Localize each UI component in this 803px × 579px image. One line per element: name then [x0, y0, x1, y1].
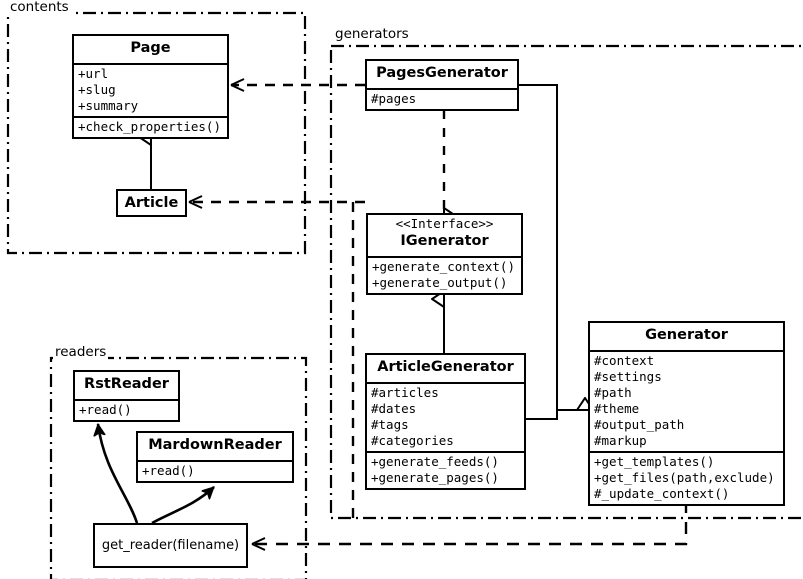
package-label-contents: contents	[8, 0, 71, 15]
class-title-generator: Generator	[645, 327, 728, 343]
dependency-generator-to-getreader	[251, 501, 688, 551]
method-row: +read()	[79, 402, 132, 417]
package-frame-readers	[49, 356, 308, 579]
attribute-row: #output_path	[594, 417, 685, 432]
attribute-row: #settings	[594, 369, 662, 384]
attribute-row: #tags	[371, 417, 409, 432]
class-attributes-generator: #context #settings #path #theme #output_…	[590, 350, 783, 451]
class-title-page: Page	[130, 40, 171, 56]
method-row: #_update_context()	[594, 486, 730, 501]
class-box-pagesgenerator[interactable]: PagesGenerator #pages	[365, 59, 519, 111]
generalization-pagesgenerator-to-generator	[519, 84, 558, 410]
class-header-igenerator: <<Interface>> IGenerator	[368, 215, 521, 256]
attribute-row: +summary	[78, 98, 139, 113]
method-row: +read()	[142, 463, 195, 478]
attribute-row: #dates	[371, 401, 417, 416]
class-title-article: Article	[124, 194, 179, 211]
function-label-get-reader: get_reader(filename)	[101, 538, 240, 553]
method-row: +generate_context()	[372, 259, 515, 274]
attribute-row: #pages	[371, 91, 417, 106]
class-methods-rstreader: +read()	[75, 399, 178, 420]
class-box-generator[interactable]: Generator #context #settings #path #them…	[588, 321, 785, 506]
class-box-page[interactable]: Page +url +slug +summary +check_properti…	[72, 34, 229, 139]
class-header-rstreader: RstReader	[75, 372, 178, 399]
package-frame-generators	[329, 44, 803, 520]
attribute-row: #categories	[371, 433, 454, 448]
class-header-articlegenerator: ArticleGenerator	[367, 355, 524, 382]
class-title-pagesgenerator: PagesGenerator	[376, 65, 508, 81]
class-attributes-page: +url +slug +summary	[74, 63, 227, 116]
class-box-articlegenerator[interactable]: ArticleGenerator #articles #dates #tags …	[365, 353, 526, 490]
method-row: +generate_output()	[372, 275, 508, 290]
class-header-mardownreader: MardownReader	[138, 433, 292, 460]
class-box-igenerator[interactable]: <<Interface>> IGenerator +generate_conte…	[366, 213, 523, 295]
generalization-articlegenerator-to-generator	[526, 410, 558, 420]
class-title-mardownreader: MardownReader	[148, 437, 282, 453]
attribute-row: +url	[78, 66, 109, 81]
package-label-generators: generators	[333, 26, 411, 42]
class-title-articlegenerator: ArticleGenerator	[377, 359, 514, 375]
class-methods-mardownreader: +read()	[138, 460, 292, 481]
attribute-row: #markup	[594, 433, 647, 448]
method-row: +get_templates()	[594, 454, 715, 469]
attribute-row: #path	[594, 385, 632, 400]
class-attributes-pagesgenerator: #pages	[367, 88, 517, 109]
attribute-row: #articles	[371, 385, 439, 400]
method-row: +check_properties()	[78, 119, 221, 134]
class-header-page: Page	[74, 36, 227, 63]
class-box-article[interactable]: Article	[116, 189, 187, 217]
class-attributes-articlegenerator: #articles #dates #tags #categories	[367, 382, 524, 451]
attribute-row: +slug	[78, 82, 116, 97]
class-box-rstreader[interactable]: RstReader +read()	[73, 370, 180, 422]
method-row: +get_files(path,exclude)	[594, 470, 775, 485]
attribute-row: #theme	[594, 401, 640, 416]
association-getreader-to-rstreader	[98, 424, 139, 524]
package-frame-contents	[6, 11, 307, 255]
class-title-rstreader: RstReader	[84, 376, 169, 392]
attribute-row: #context	[594, 353, 655, 368]
class-box-mardownreader[interactable]: MardownReader +read()	[136, 431, 294, 483]
class-methods-igenerator: +generate_context() +generate_output()	[368, 256, 521, 293]
class-methods-generator: +get_templates() +get_files(path,exclude…	[590, 451, 783, 504]
class-header-generator: Generator	[590, 323, 783, 350]
class-title-igenerator: IGenerator	[400, 233, 489, 249]
function-box-get-reader[interactable]: get_reader(filename)	[93, 523, 248, 568]
class-methods-articlegenerator: +generate_feeds() +generate_pages()	[367, 451, 524, 488]
method-row: +generate_feeds()	[371, 454, 499, 469]
class-header-pagesgenerator: PagesGenerator	[367, 61, 517, 88]
association-getreader-to-mardownreader	[151, 486, 215, 525]
package-label-readers: readers	[53, 344, 109, 360]
class-methods-page: +check_properties()	[74, 116, 227, 137]
class-stereotype-igenerator: <<Interface>>	[395, 216, 494, 231]
method-row: +generate_pages()	[371, 470, 499, 485]
